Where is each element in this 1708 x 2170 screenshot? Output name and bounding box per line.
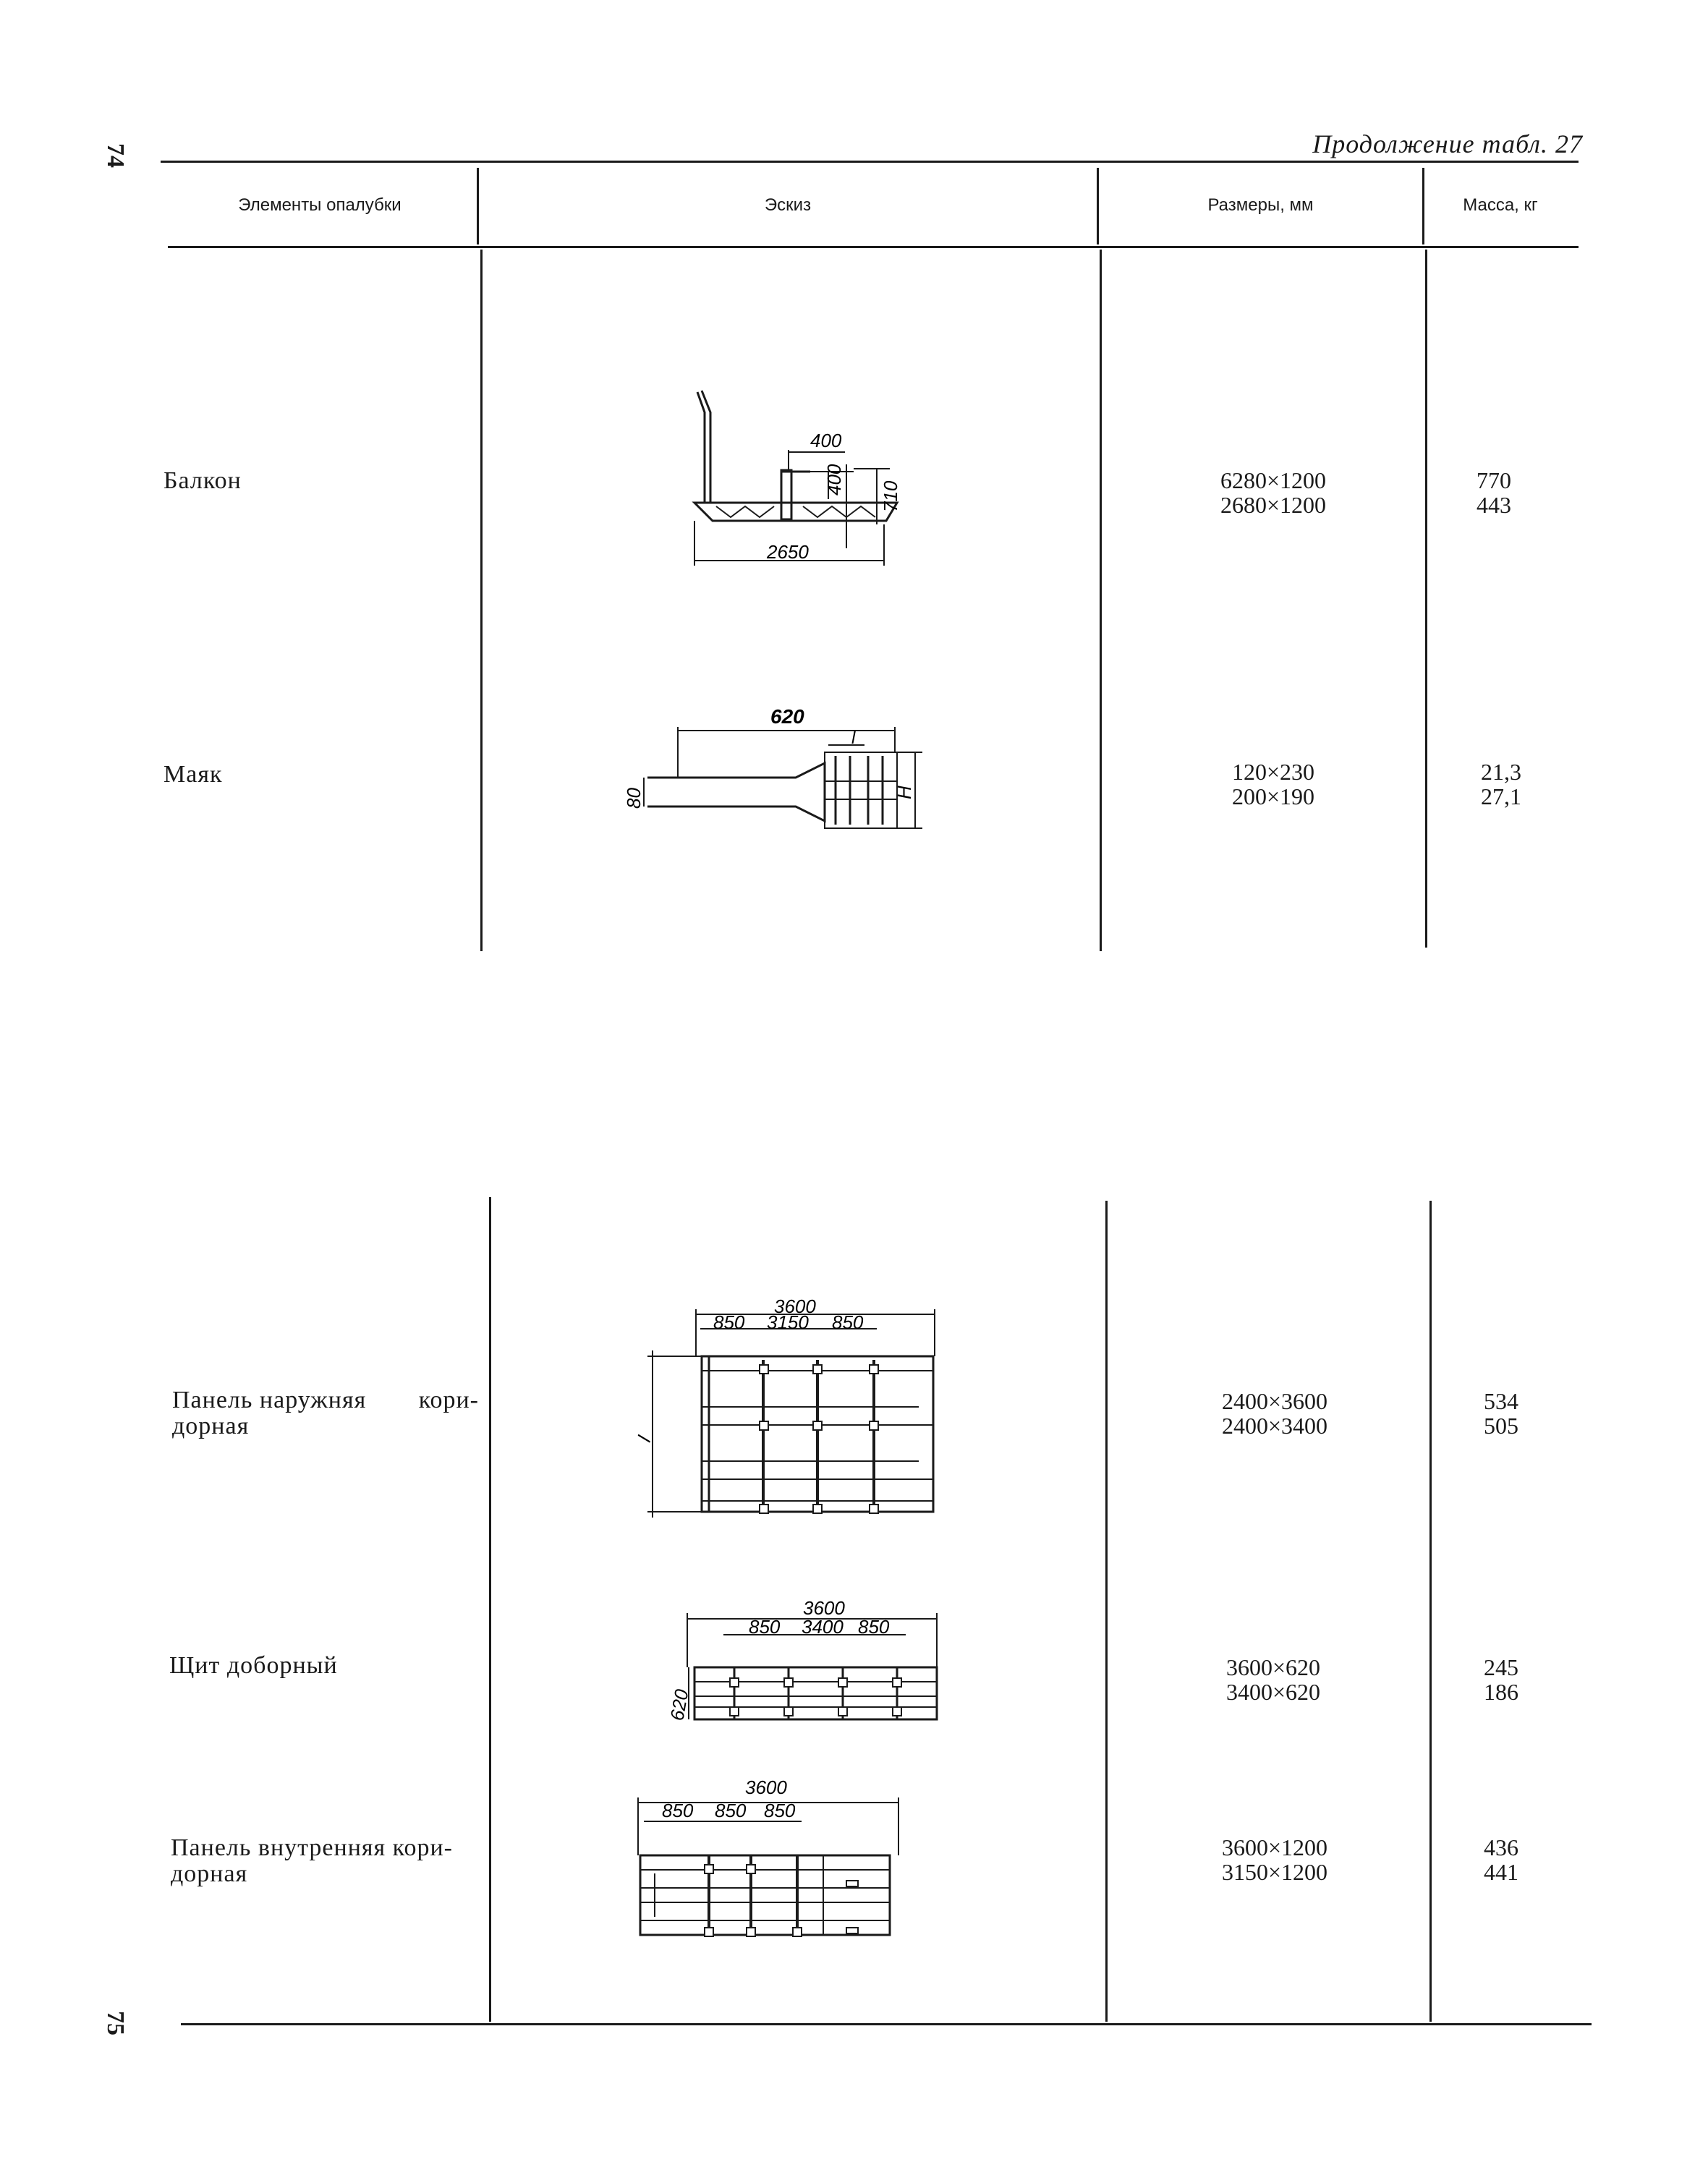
row-balkon-mass-2: 443 [1477,492,1511,518]
row-shield-dimensions: 3600×620 3400×620 [1165,1655,1382,1704]
row-panel-outer-name-line1b: кори- [418,1387,479,1413]
row-panel-inner-mass-1: 436 [1484,1834,1518,1860]
row-panel-inner-name: Панель внутренняя кори- дорная [171,1835,453,1887]
mayak-label-80: 80 [623,788,645,809]
shield-label-850-left: 850 [749,1616,781,1638]
row-panel-outer-mass-2: 505 [1484,1413,1518,1439]
row-panel-inner-name-line2: дорная [171,1860,248,1887]
shield-label-3400: 3400 [802,1616,844,1638]
row-balkon-dimensions: 6280×1200 2680×1200 [1165,468,1382,517]
row-mayak-dim-2: 200×190 [1231,783,1315,809]
header-elements: Элементы опалубки [238,195,401,215]
row-mayak-mass-2: 27,1 [1481,783,1521,809]
table-top-rule [161,161,1579,163]
row-panel-inner-dimensions: 3600×1200 3150×1200 [1166,1835,1383,1884]
row-balkon-dim-2: 2680×1200 [1220,492,1327,518]
row-mayak-name: Маяк [163,761,223,788]
panel-outer-label-3150: 3150 [767,1311,809,1333]
balkon-label-400-top: 400 [810,430,842,451]
table-bottom-rule [181,2023,1592,2025]
body-sep-lower-3 [1429,1201,1432,2022]
header-bottom-rule [168,246,1579,248]
header-sep-3 [1422,168,1424,244]
body-sep-upper-3 [1425,250,1427,948]
panel-inner-sketch: 3600 850 850 850 [637,1777,899,1937]
mayak-sketch: 620 l 80 H [623,705,922,829]
row-mayak-dimensions: 120×230 200×190 [1165,760,1382,809]
body-sep-upper-1 [480,250,483,951]
header-sketch: Эскиз [764,195,812,215]
row-panel-outer-name-line1a: Панель наружняя [172,1387,367,1413]
row-panel-inner-name-line1: Панель внутренняя кори- [171,1834,453,1861]
row-mayak-mass-1: 21,3 [1481,759,1521,785]
row-mayak-mass: 21,3 27,1 [1458,760,1545,809]
row-panel-inner-mass-2: 441 [1484,1859,1518,1885]
panel-outer-sketch: 3600 850 3150 850 l [633,1295,935,1518]
row-balkon-mass: 770 443 [1450,468,1537,517]
row-panel-outer-dim-1: 2400×3600 [1221,1388,1328,1414]
mayak-label-l: l [851,728,856,748]
header-mass: Масса, кг [1463,195,1538,215]
row-panel-inner-mass: 436 441 [1458,1835,1545,1884]
page-number-top: 74 [102,143,129,168]
row-panel-inner-dim-2: 3150×1200 [1221,1859,1328,1885]
row-balkon-name: Балкон [163,467,242,494]
balkon-sketch: 400 400 710 2650 [692,390,901,566]
row-shield-dim-2: 3400×620 [1225,1679,1321,1705]
mayak-label-620: 620 [770,705,804,728]
table-continuation-caption: Продолжение табл. 27 [1312,129,1583,158]
balkon-label-2650: 2650 [766,541,809,563]
shield-label-3600: 3600 [803,1597,845,1619]
row-balkon-mass-1: 770 [1477,467,1511,493]
body-sep-upper-2 [1100,250,1102,951]
row-mayak-dim-1: 120×230 [1231,759,1315,785]
row-panel-inner-dim-1: 3600×1200 [1221,1834,1328,1860]
panel-inner-label-850-2: 850 [715,1800,747,1821]
panel-inner-label-850-1: 850 [662,1800,694,1821]
panel-inner-label-3600: 3600 [745,1777,787,1798]
balkon-label-400-side: 400 [823,464,845,495]
panel-outer-label-3600: 3600 [774,1295,816,1317]
row-panel-outer-mass-1: 534 [1484,1388,1518,1414]
row-shield-mass-2: 186 [1484,1679,1518,1705]
body-sep-lower-2 [1105,1201,1108,2022]
balkon-label-710: 710 [880,480,901,512]
panel-outer-label-850-left: 850 [713,1311,745,1333]
row-balkon-dim-1: 6280×1200 [1220,467,1327,493]
header-dimensions: Размеры, мм [1207,195,1314,215]
shield-sketch: 3600 850 3400 850 620 [666,1597,938,1722]
row-panel-outer-dim-2: 2400×3400 [1221,1413,1328,1439]
row-panel-outer-name-line2: дорная [172,1413,250,1439]
row-shield-dim-1: 3600×620 [1225,1654,1321,1680]
body-sep-lower-1 [489,1197,491,2022]
page-number-bottom: 75 [102,2011,129,2035]
panel-outer-label-850-right: 850 [832,1311,864,1333]
mayak-label-h: H [893,786,915,799]
row-shield-name: Щит доборный [169,1652,338,1679]
row-panel-outer-mass: 534 505 [1458,1389,1545,1438]
header-sep-1 [477,168,479,244]
row-shield-mass: 245 186 [1458,1655,1545,1704]
shield-label-850-right: 850 [858,1616,890,1638]
row-shield-mass-1: 245 [1484,1654,1518,1680]
panel-inner-label-850-3: 850 [764,1800,796,1821]
header-sep-2 [1097,168,1099,244]
row-panel-outer-name: Панель наружняя кори- дорная [172,1387,479,1439]
row-panel-outer-dimensions: 2400×3600 2400×3400 [1166,1389,1383,1438]
